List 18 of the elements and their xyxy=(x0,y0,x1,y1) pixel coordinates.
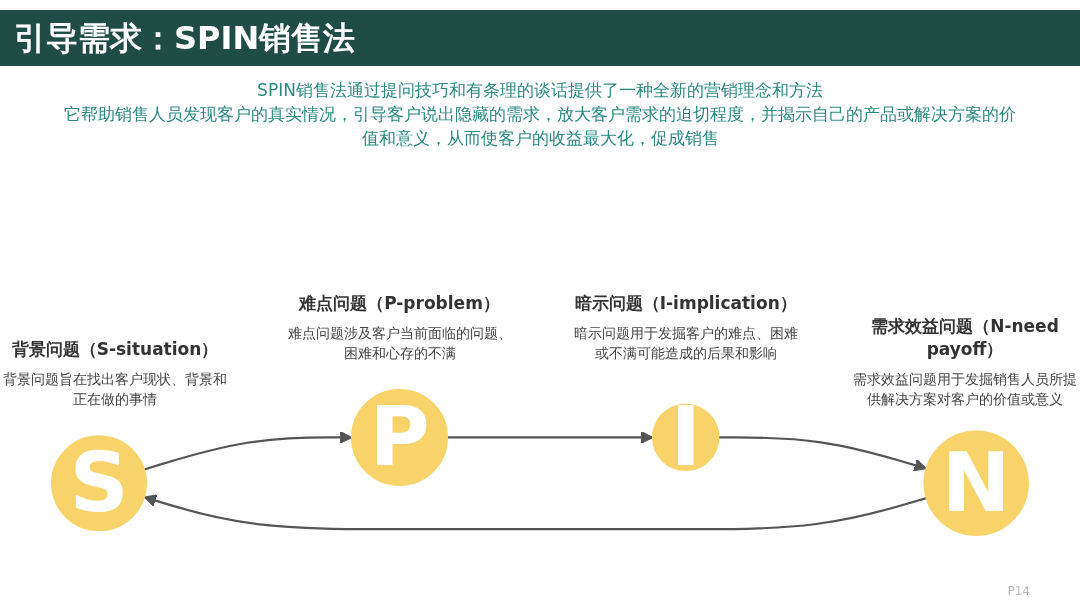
node-heading: 难点问题（P-problem） xyxy=(297,292,501,316)
node-description: 需求效益问题用于发掘销售人员所提供解决方案对客户的价值或意义 xyxy=(852,370,1078,410)
node-circle: S xyxy=(51,434,147,531)
arrow xyxy=(143,494,927,530)
arrow xyxy=(718,435,927,472)
node-circle: N xyxy=(923,430,1029,536)
node-description: 难点问题涉及客户当前面临的问题、困难和心存的不满 xyxy=(286,324,513,364)
node-heading: 需求效益问题（N-need payoff） xyxy=(870,315,1060,362)
page-number: P14 xyxy=(1007,584,1030,598)
node-description: 暗示问题用于发掘客户的难点、困难或不满可能造成的后果和影响 xyxy=(572,324,799,364)
node-circle: I xyxy=(652,403,720,471)
node-heading: 暗示问题（I-implication） xyxy=(573,292,798,316)
node-circle: P xyxy=(351,388,448,486)
intro-text: SPIN销售法通过提问技巧和有条理的谈话提供了一种全新的营销理念和方法 xyxy=(256,79,824,102)
title-bar: 引导需求：SPIN销售法 xyxy=(0,10,1080,66)
node-heading: 背景问题（S-situation） xyxy=(10,338,220,362)
intro-text: 它帮助销售人员发现客户的真实情况，引导客户说出隐藏的需求，放大客户需求的迫切程度，并揭示自己的产品或解决方案的价值和意义，从而使客户的收益最大化，促成销售 xyxy=(63,103,1017,150)
node-description: 背景问题旨在找出客户现状、背景和正在做的事情 xyxy=(2,370,228,410)
